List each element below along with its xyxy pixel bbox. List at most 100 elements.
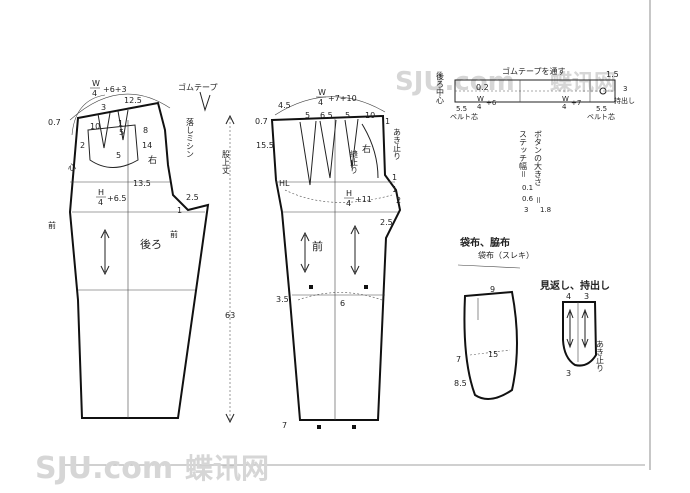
- front-dart-2: [319, 119, 337, 179]
- front-notch-3: [317, 425, 321, 429]
- back-dart-1: [97, 112, 111, 149]
- front-dim-5b: 5: [345, 111, 350, 120]
- front-dim-4-5: 4.5: [278, 101, 291, 110]
- belt-label-elastic: ゴムテープを通す: [502, 66, 566, 76]
- back-dim-2: 2: [80, 141, 85, 150]
- back-dart-2: [117, 109, 129, 141]
- watermark-bottom-site: SJU.com: [35, 451, 173, 486]
- elastic-marker: [199, 91, 211, 112]
- back-dim-1b: 1: [177, 206, 182, 215]
- facing-pattern: 見返し、持出し 4 3 3 あき止り: [539, 279, 610, 378]
- back-label-front-left: 前: [48, 220, 56, 230]
- back-label-right: 右: [148, 154, 157, 166]
- back-dim-0-7: 0.7: [48, 118, 61, 127]
- front-dim-6: 6: [340, 299, 345, 308]
- front-knee-curve: [297, 292, 383, 301]
- belt-w-w: W: [477, 95, 484, 103]
- watermark-bottom-name: 蝶讯网: [185, 452, 269, 485]
- facing-outline: [562, 301, 598, 367]
- front-hip-curve: [284, 189, 393, 203]
- belt-w2-w: W: [562, 95, 569, 103]
- front-dim-2-5: 2.5: [380, 218, 393, 227]
- belt-label-interfacing-2: ベルト芯: [587, 112, 615, 121]
- front-label-sew-stop: 縫止り: [350, 149, 359, 174]
- back-dim-10: 10: [90, 122, 100, 131]
- waistband-pattern: ゴムテープを通す 後ろ中心 1.5 0.2 W 4 +6 W 4 +7 5.5 …: [436, 66, 636, 121]
- pocket-outline: [463, 290, 518, 400]
- front-dim-1b: 1: [392, 173, 397, 182]
- back-label-back: 後ろ: [140, 237, 162, 251]
- front-notch-1: [309, 285, 313, 289]
- note-label-button-size: ボタンの大きさ: [534, 130, 543, 186]
- note-dim-0-1: 0.1: [522, 184, 533, 192]
- pocket-dim-15: 15: [488, 350, 498, 359]
- front-hip-div: 4: [346, 199, 351, 208]
- back-label-stitch-in-ditch: 落しミシン: [186, 117, 195, 158]
- pocket-subtitle: 袋布（スレキ）: [478, 250, 534, 260]
- front-dim-1: 1: [385, 117, 390, 126]
- belt-dim-5-5a: 5.5: [456, 105, 467, 113]
- front-waist-w: W: [318, 88, 326, 97]
- back-hip-h: H: [98, 188, 104, 197]
- back-dim-12-5: 12.5: [124, 96, 142, 105]
- back-dim-8: 8: [143, 126, 148, 135]
- back-pocket-shape: [87, 124, 139, 168]
- front-fly-curve: [361, 123, 379, 179]
- note-label-equal: ＝: [534, 196, 543, 204]
- front-dart-3: [344, 118, 359, 169]
- front-dim-7: 7: [282, 421, 287, 430]
- front-label-opening-stop: あき止り: [393, 128, 402, 160]
- back-label-front-right: 前: [170, 229, 178, 239]
- back-label-rise: 股上丈: [222, 150, 231, 175]
- note-dim-3: 3: [524, 206, 528, 214]
- back-label-elastic: ゴムテープ: [178, 82, 218, 92]
- back-dim-3: 3: [101, 103, 106, 112]
- back-waist-arc: [69, 93, 171, 121]
- front-notch-2: [364, 285, 368, 289]
- back-waist-w: W: [92, 79, 100, 88]
- front-hip-h: H: [346, 189, 352, 198]
- belt-w-div: 4: [477, 103, 482, 111]
- pocket-dim-7: 7: [456, 355, 461, 364]
- front-waist-arc: [274, 96, 386, 116]
- front-dim-0-7: 0.7: [255, 117, 268, 126]
- back-dim-14: 14: [142, 141, 152, 150]
- note-label-stitch-width: ステッチ幅＝: [519, 130, 528, 178]
- belt-w2-div: 4: [562, 103, 567, 111]
- front-hip-rest: +11: [355, 195, 372, 204]
- back-pant-pattern: W 4 +6+3 12.5 0.7 3 10 1 5 8 2 14 5 右 心 …: [48, 79, 235, 424]
- belt-dim-1-5: 1.5: [606, 70, 619, 79]
- front-dim-3-5: 3.5: [276, 295, 289, 304]
- pocket-pattern: 袋布、脇布 袋布（スレキ） 9 15 7 8.5: [454, 236, 534, 400]
- note-dim-1-8: 1.8: [540, 206, 551, 214]
- note-dim-0-6: 0.6: [522, 195, 534, 203]
- front-pant-outline: [270, 114, 402, 421]
- watermark-top-name: 蝶讯网: [550, 71, 616, 96]
- front-dim-1c: 1: [392, 185, 397, 194]
- front-waist-rest: +7+10: [328, 94, 357, 103]
- button-mark: [599, 87, 607, 95]
- belt-w2-rest: +7: [571, 99, 581, 107]
- belt-dim-0-2: 0.2: [476, 83, 489, 92]
- back-dim-1: 1: [118, 119, 123, 128]
- pocket-title: 袋布、脇布: [459, 236, 510, 249]
- front-label-front: 前: [312, 239, 323, 253]
- button-stitch-note: ボタンの大きさ ＝ 1.8 ステッチ幅＝ 0.1 0.6 3: [519, 130, 552, 214]
- belt-dim-3: 3: [623, 85, 627, 93]
- front-waist-div: 4: [318, 98, 323, 107]
- pocket-dim-9: 9: [490, 285, 495, 294]
- front-pant-pattern: 4.5 W 4 +7+10 0.7 5 6.5 5 10 1 15.5 あき止り…: [255, 88, 402, 430]
- back-pant-outline: [68, 101, 210, 419]
- belt-label-extension: 持出し: [614, 96, 635, 105]
- back-hip-div: 4: [98, 198, 103, 207]
- front-notch-4: [352, 425, 356, 429]
- front-dim-2: 2: [396, 196, 401, 205]
- back-dim-63: 63: [225, 311, 235, 320]
- front-label-right: 右: [362, 143, 371, 155]
- back-hip-rest: +6.5: [107, 194, 126, 203]
- pocket-dim-8-5: 8.5: [454, 379, 467, 388]
- front-dim-5a: 5: [305, 111, 310, 120]
- back-side-arc: [71, 94, 106, 136]
